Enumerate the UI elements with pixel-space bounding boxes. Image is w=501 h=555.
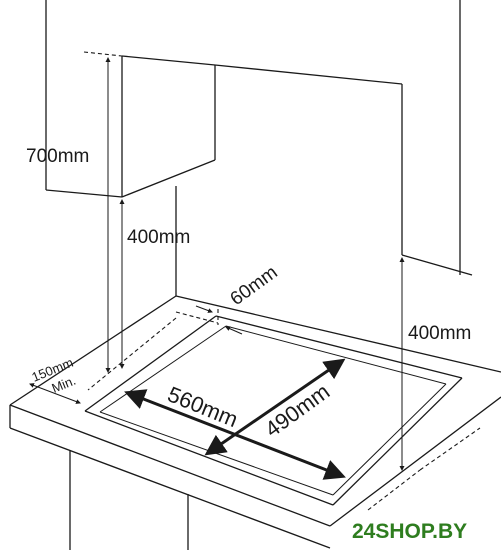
worktop xyxy=(9,295,501,549)
dashed-guides xyxy=(87,309,481,511)
label-560mm: 560mm xyxy=(164,381,241,432)
right-wall xyxy=(401,0,473,276)
label-60mm: 60mm xyxy=(227,262,282,310)
ceiling-edge xyxy=(214,64,403,255)
label-700mm: 700mm xyxy=(26,146,89,167)
overhead-cabinet xyxy=(83,51,216,198)
label-400mm-cabinet: 400mm xyxy=(127,227,190,248)
left-wall-cabinet xyxy=(45,0,123,198)
base-cabinets xyxy=(69,450,189,550)
dim-150mm-line xyxy=(29,383,81,404)
dim-60mm-arrows xyxy=(195,305,243,335)
hob-cutout-inner xyxy=(99,325,447,496)
shop-watermark: 24SHOP.BY xyxy=(352,520,467,543)
label-400mm-side: 400mm xyxy=(408,323,471,344)
cutout-depth-arrow xyxy=(204,358,346,456)
